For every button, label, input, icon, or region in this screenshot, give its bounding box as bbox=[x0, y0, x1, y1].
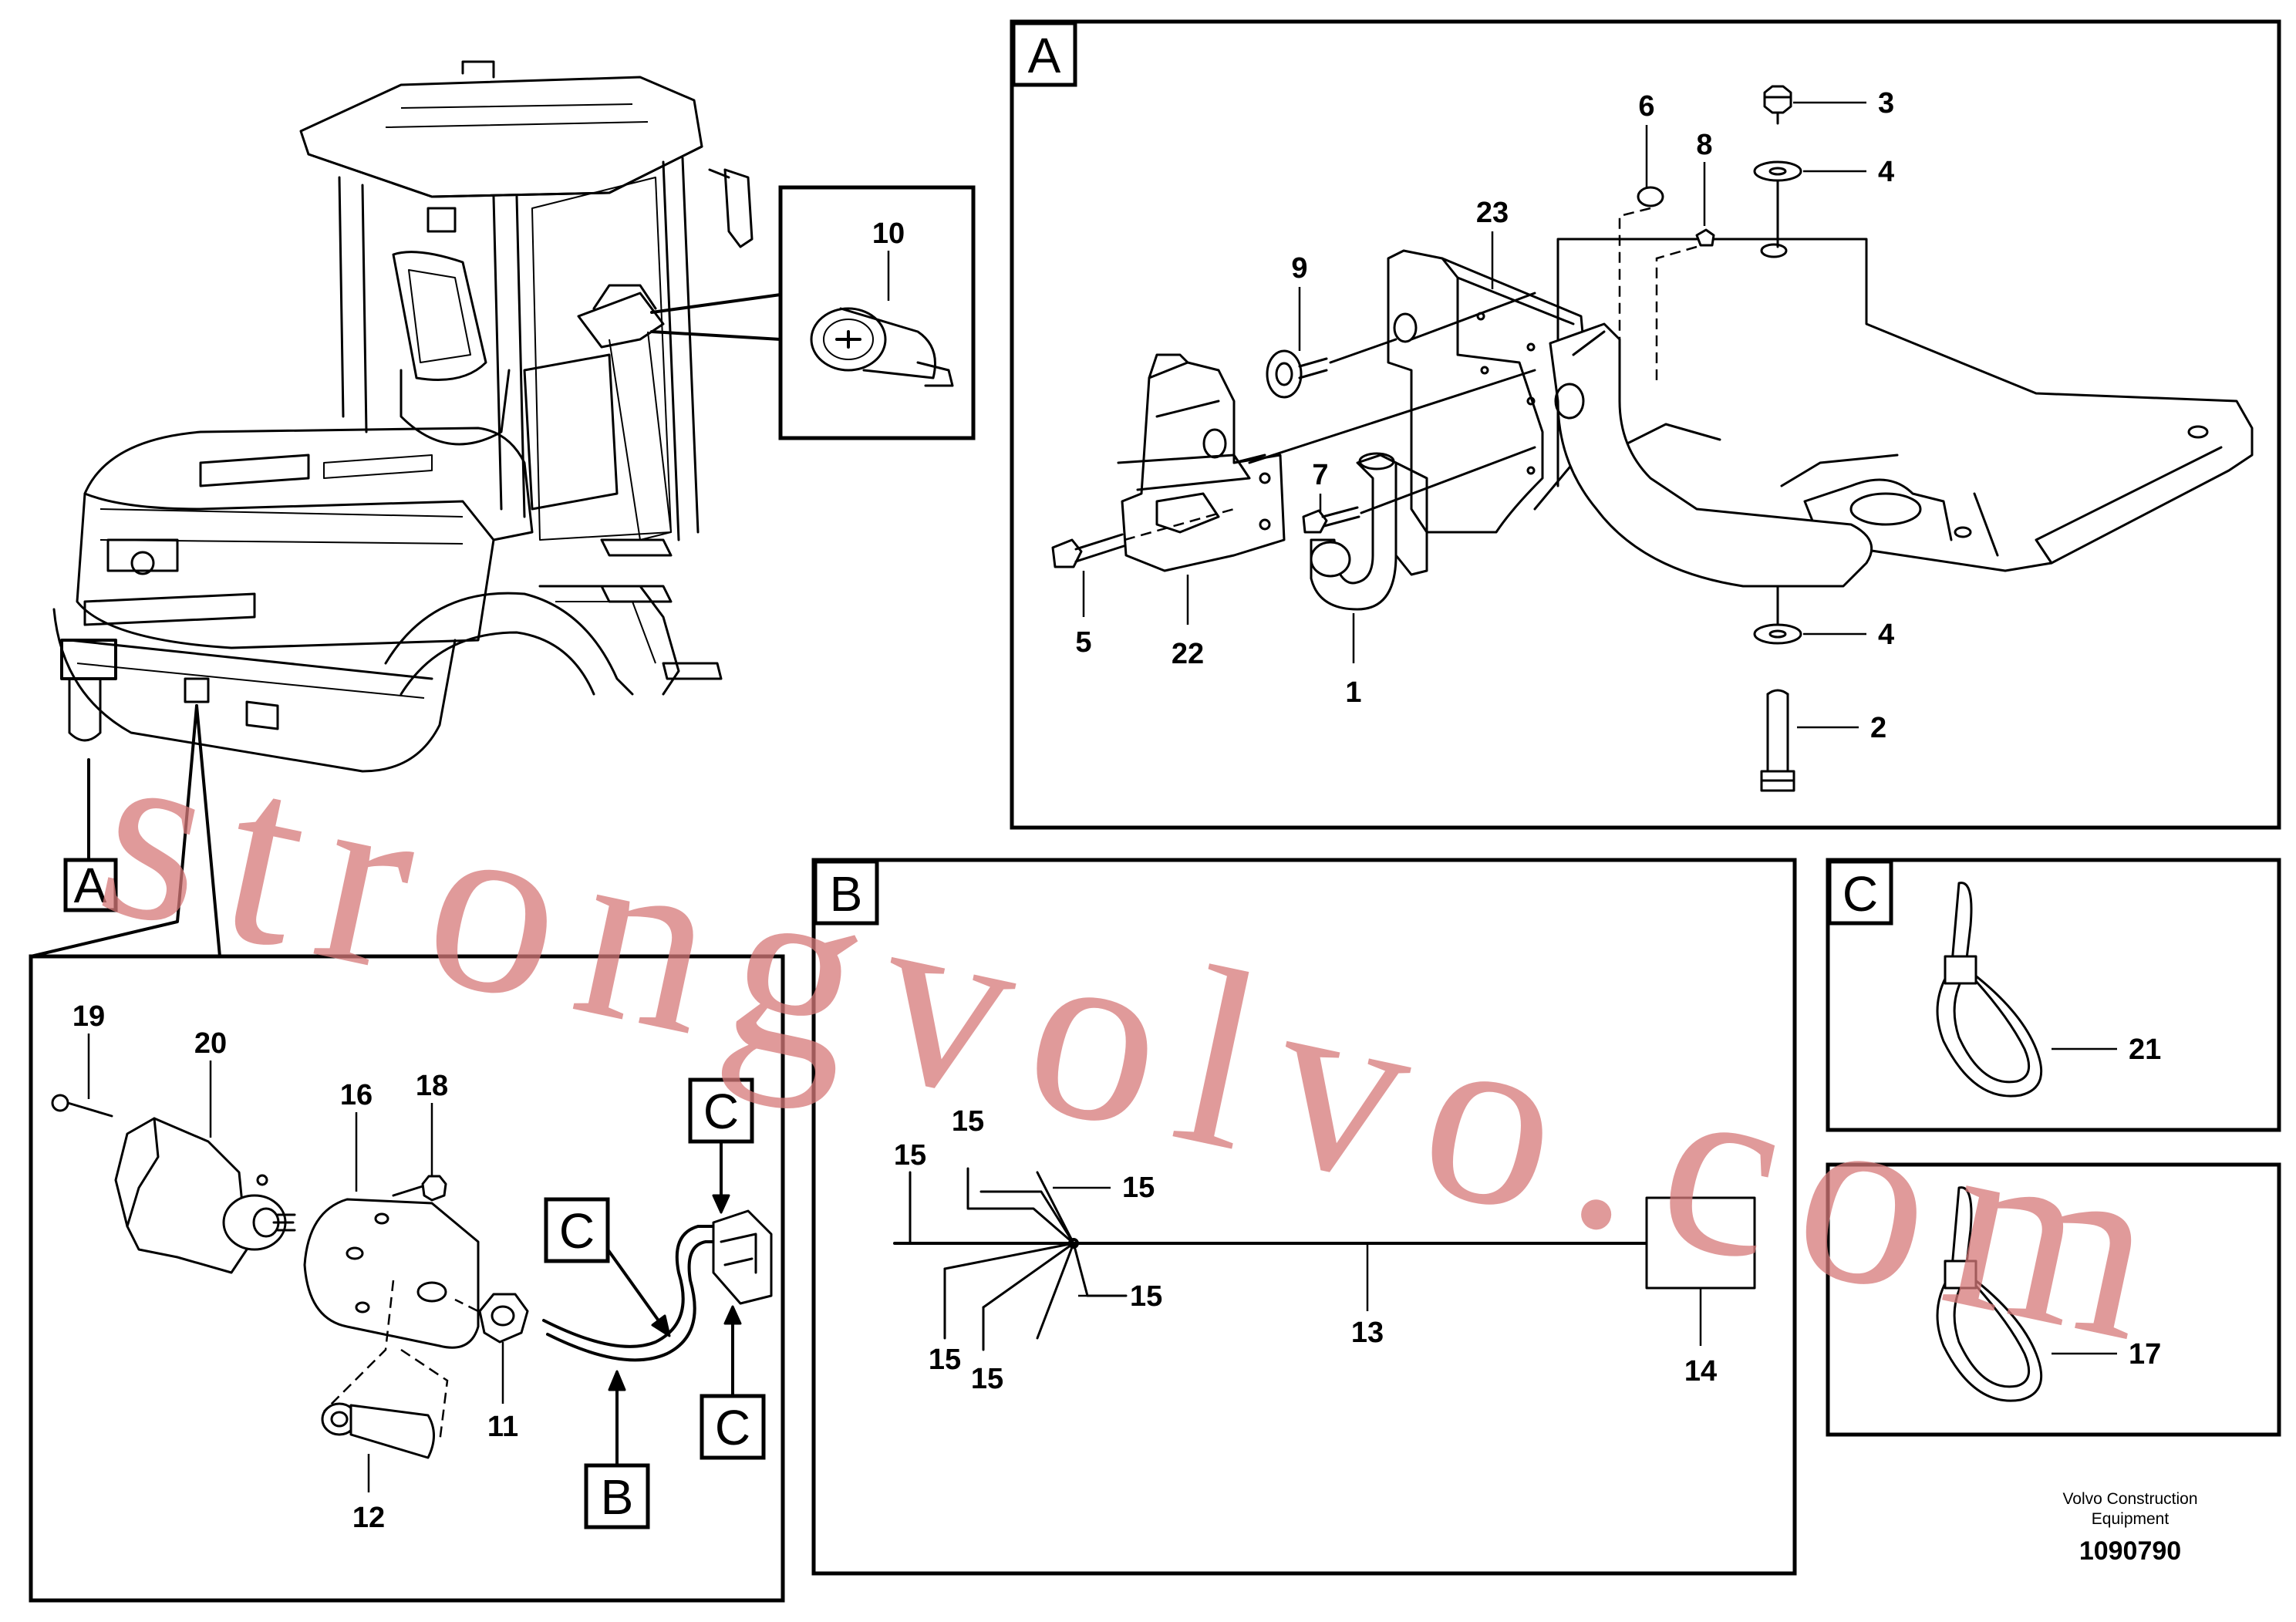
leader-to-10-a bbox=[650, 293, 782, 314]
hook-1 bbox=[1310, 452, 1428, 611]
panel-C-label-box bbox=[1827, 859, 1893, 926]
callout-6: 6 bbox=[1638, 90, 1654, 123]
rotary-switch bbox=[810, 307, 954, 387]
tow-hitch-22 bbox=[1117, 353, 1286, 572]
ref-box-machine-A bbox=[63, 858, 118, 912]
callout-4-top: 4 bbox=[1878, 156, 1894, 188]
callout-4-bottom: 4 bbox=[1878, 619, 1894, 651]
panel-C-label: C bbox=[1843, 866, 1878, 922]
bolt-8 bbox=[1655, 228, 1715, 386]
callout-22: 22 bbox=[1172, 638, 1204, 670]
callout-7: 7 bbox=[1312, 459, 1328, 491]
cable-tie-17 bbox=[1936, 1186, 2043, 1402]
callout-9: 9 bbox=[1291, 252, 1307, 285]
callout-12: 12 bbox=[352, 1502, 385, 1534]
document-number: 1090790 bbox=[2079, 1536, 2181, 1566]
screw-19 bbox=[51, 1094, 113, 1118]
ref-machine-A: A bbox=[74, 858, 107, 913]
bolt-6 bbox=[1618, 186, 1664, 386]
callout-23: 23 bbox=[1476, 197, 1509, 229]
leader-to-B-detail-2 bbox=[195, 704, 221, 958]
callout-20: 20 bbox=[194, 1027, 227, 1060]
ref-B: B bbox=[601, 1469, 634, 1525]
machine-overview bbox=[52, 60, 754, 773]
washer-4-top bbox=[1753, 160, 1802, 248]
callout-15-left-upper: 15 bbox=[894, 1139, 926, 1172]
nut-11 bbox=[454, 1293, 529, 1344]
washer-4-bottom bbox=[1753, 585, 1802, 645]
bolt-2 bbox=[1760, 689, 1795, 792]
ref-C3: C bbox=[715, 1400, 750, 1455]
cable-with-connector bbox=[542, 1209, 773, 1362]
footer-company-line2: Equipment bbox=[2092, 1510, 2170, 1528]
panel-B-label: B bbox=[830, 866, 863, 922]
callout-1: 1 bbox=[1345, 676, 1361, 709]
callout-19: 19 bbox=[72, 1000, 105, 1033]
callout-15-top: 15 bbox=[952, 1105, 984, 1138]
callout-14: 14 bbox=[1684, 1355, 1717, 1388]
callout-15-right-upper: 15 bbox=[1122, 1172, 1155, 1204]
ref-C2: C bbox=[703, 1084, 739, 1139]
bracket-23 bbox=[1387, 249, 1873, 588]
plate-16 bbox=[303, 1198, 480, 1443]
panel-B bbox=[811, 858, 1797, 1576]
eye-bolt-9 bbox=[1248, 292, 1536, 464]
bolt-7 bbox=[1302, 446, 1536, 534]
bolt-5 bbox=[1051, 508, 1235, 568]
callout-3: 3 bbox=[1878, 87, 1894, 120]
nut-18 bbox=[392, 1175, 447, 1202]
switch-assembly-box bbox=[29, 954, 785, 1603]
callout-2: 2 bbox=[1870, 712, 1886, 744]
panel-C-lower bbox=[1826, 1162, 2281, 1437]
footer-company-line1: Volvo Construction bbox=[2062, 1490, 2197, 1508]
leader-to-B-detail bbox=[29, 704, 198, 958]
mounting-plate bbox=[1556, 238, 2254, 572]
callout-18: 18 bbox=[416, 1070, 448, 1102]
panel-A bbox=[1010, 19, 2281, 830]
leader-to-10-b bbox=[650, 330, 782, 341]
panel-A-label: A bbox=[1028, 28, 1061, 83]
ref-box-C1 bbox=[544, 1197, 610, 1263]
callout-15-left-lower: 15 bbox=[929, 1344, 961, 1376]
callout-5: 5 bbox=[1075, 626, 1091, 659]
callout-8: 8 bbox=[1696, 129, 1712, 161]
panel-C-upper bbox=[1826, 858, 2281, 1132]
callout-15-bottom: 15 bbox=[971, 1363, 1003, 1395]
nut-3 bbox=[1763, 85, 1792, 125]
housing-20 bbox=[114, 1117, 296, 1274]
sensor-12 bbox=[321, 1402, 435, 1459]
callout-11: 11 bbox=[487, 1411, 518, 1443]
callout-17: 17 bbox=[2129, 1338, 2161, 1371]
callout-10: 10 bbox=[872, 218, 905, 250]
ref-C1: C bbox=[559, 1203, 595, 1259]
harness-13 bbox=[893, 1167, 1756, 1351]
callout-15-right-lower: 15 bbox=[1130, 1280, 1162, 1313]
cable-tie-21 bbox=[1936, 882, 2043, 1098]
panel-B-label-box bbox=[813, 859, 879, 926]
callout-13: 13 bbox=[1351, 1317, 1384, 1349]
callout-21: 21 bbox=[2129, 1034, 2161, 1066]
panel-A-label-box bbox=[1011, 21, 1077, 87]
detail-10-box bbox=[778, 185, 976, 440]
callout-16: 16 bbox=[340, 1079, 373, 1111]
